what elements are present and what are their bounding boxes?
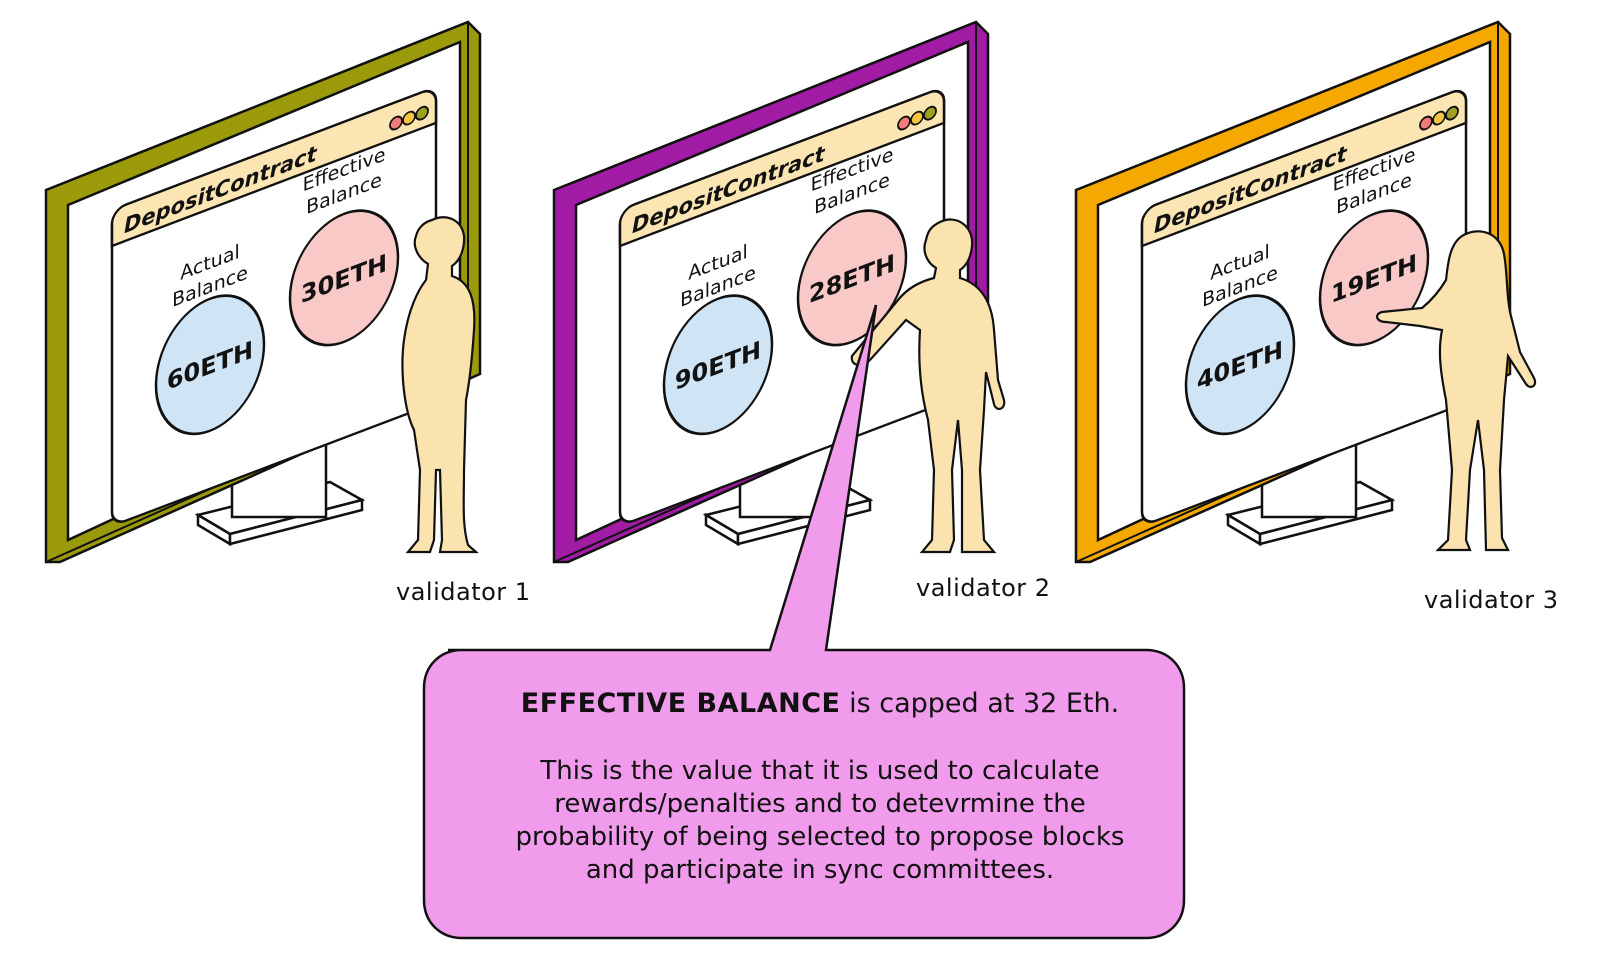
window-dot-olive [1445,105,1459,121]
window-dot-yellow [1432,110,1446,126]
callout-bubble [422,304,1186,940]
deposit-window: DepositContract Actual Balance Effective… [618,89,946,523]
callout-headline-rest: is capped at 32 Eth. [849,688,1120,719]
window-dot-red [897,115,911,131]
callout-line-1: This is the value that it is used to cal… [540,756,1100,786]
person-figure-3 [1376,230,1537,552]
monitor-validator-1: DepositContract Actual Balance Effective… [44,20,482,564]
validator-3-label: validator 3 [1424,586,1559,614]
deposit-window: DepositContract Actual Balance Effective… [110,89,438,523]
window-dot-olive [923,105,937,121]
callout-line-3: probability of being selected to propose… [515,822,1125,852]
effective-balance-circle [796,209,908,347]
effective-balance-circle [288,209,400,347]
person-figure-1 [401,216,479,554]
monitor-validator-3: DepositContract Actual Balance Effective… [1074,20,1512,564]
actual-balance-circle [1184,294,1296,436]
window-dot-red [1419,115,1433,131]
actual-balance-circle [662,294,774,436]
validator-2-label: validator 2 [916,574,1051,602]
window-dot-yellow [910,110,924,126]
validator-1-label: validator 1 [396,578,531,606]
callout-headline-bold: EFFECTIVE BALANCE [520,688,841,719]
window-dot-red [389,115,403,131]
callout-line-2: rewards/penalties and to detevrmine the [554,789,1086,819]
window-dot-yellow [402,110,416,126]
person-figure-2 [850,218,1006,554]
actual-balance-circle [154,294,266,436]
callout-line-4: and participate in sync committees. [585,855,1055,885]
callout-text: EFFECTIVE BALANCE is capped at 32 Eth. T… [440,688,1200,887]
window-dot-olive [415,105,429,121]
callout-headline: EFFECTIVE BALANCE is capped at 32 Eth. [440,688,1200,719]
